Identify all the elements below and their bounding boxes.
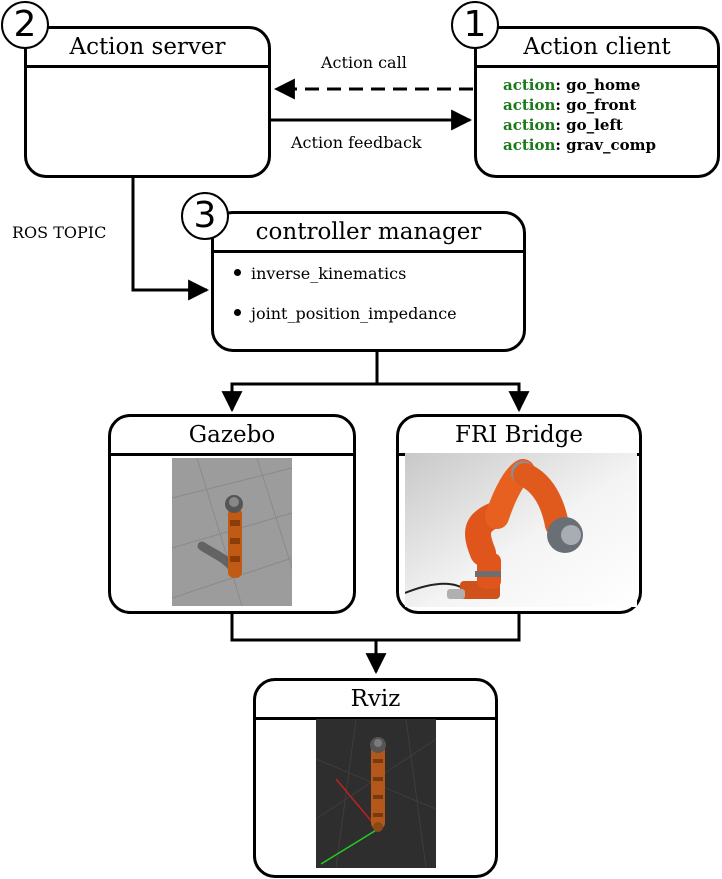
- fri-bridge-title: FRI Bridge: [399, 417, 639, 456]
- action-feedback-label: Action feedback: [291, 133, 422, 152]
- kuka-robot-image: [405, 453, 637, 607]
- ros-topic-label: ROS TOPIC: [12, 223, 107, 242]
- gazebo-box: Gazebo: [108, 414, 356, 614]
- gazebo-to-merge-line: [230, 613, 376, 642]
- action-item: action: go_front: [503, 96, 637, 114]
- action-item: action: grav_comp: [503, 136, 656, 154]
- action-server-title: Action server: [27, 29, 268, 68]
- action-item: action: go_left: [503, 116, 623, 134]
- ros-topic-arrow: [131, 178, 210, 301]
- gazebo-simulation-image: [172, 458, 292, 606]
- action-call-label: Action call: [321, 53, 407, 72]
- rviz-visualization-image: [316, 719, 436, 868]
- action-client-number: 1: [451, 1, 499, 49]
- controller-manager-number: 3: [181, 192, 229, 240]
- controller-item: joint_position_impedance: [234, 304, 457, 323]
- controller-item: inverse_kinematics: [234, 264, 406, 283]
- controller-manager-box: controller manager inverse_kinematics jo…: [211, 211, 526, 352]
- split-to-fri-arrow: [377, 382, 530, 413]
- action-server-number: 2: [1, 1, 49, 49]
- split-to-gazebo-arrow: [221, 382, 377, 413]
- rviz-title: Rviz: [256, 681, 495, 720]
- action-server-box: Action server: [24, 26, 271, 178]
- controller-manager-title: controller manager: [214, 214, 523, 253]
- gazebo-title: Gazebo: [111, 417, 353, 456]
- action-client-box: Action client action: go_home action: go…: [474, 26, 720, 178]
- action-item: action: go_home: [503, 76, 641, 94]
- action-client-title: Action client: [477, 29, 717, 68]
- fri-to-merge-line: [376, 613, 521, 642]
